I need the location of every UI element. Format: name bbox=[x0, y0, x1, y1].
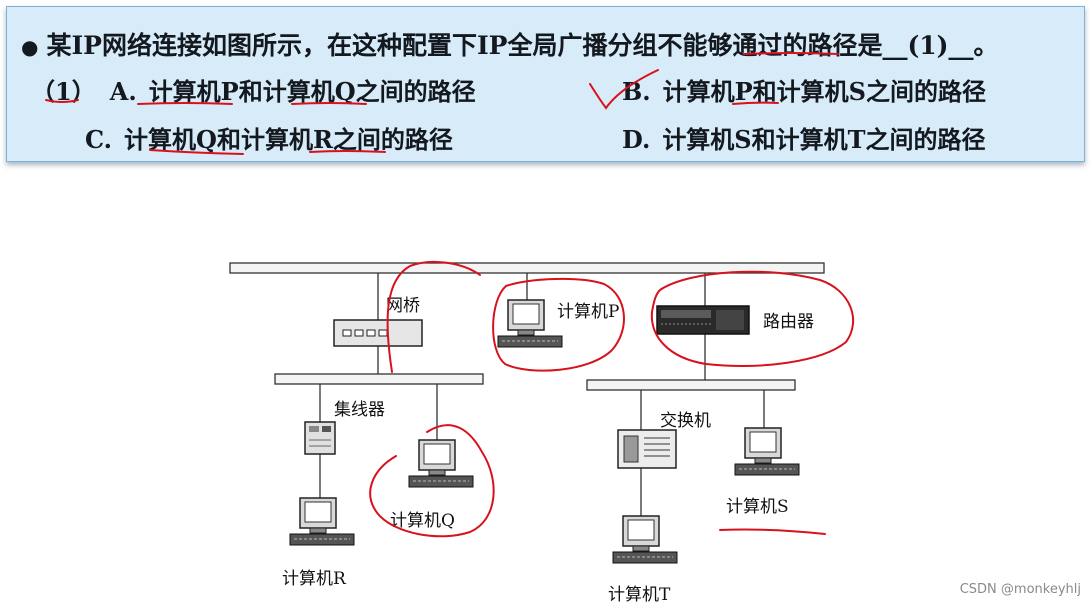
computer-s-label: 计算机S bbox=[726, 497, 789, 517]
watermark: CSDN @monkeyhlj bbox=[959, 582, 1081, 597]
computer-p-circle bbox=[492, 277, 625, 372]
option-c-letter: C. bbox=[85, 125, 113, 154]
computer-t-icon bbox=[612, 515, 678, 564]
option-d-text: 计算机S和计算机T之间的路径 bbox=[662, 125, 986, 154]
computer-q-circle bbox=[369, 424, 495, 538]
computer-p-icon bbox=[497, 299, 563, 348]
option-d[interactable]: D. 计算机S和计算机T之间的路径 bbox=[622, 125, 986, 155]
switch-icon bbox=[617, 429, 677, 469]
underline-option-c-q bbox=[149, 149, 244, 155]
left-bus bbox=[274, 373, 484, 385]
underline-computer-s bbox=[719, 528, 826, 535]
question-stem-line: ● 某IP网络连接如图所示，在这种配置下IP全局广播分组不能够通过的路径是__(1… bbox=[21, 31, 999, 62]
check-mark-icon bbox=[589, 69, 659, 110]
computer-r-label: 计算机R bbox=[282, 569, 347, 589]
option-d-letter: D. bbox=[622, 125, 651, 154]
computer-s-icon bbox=[734, 427, 800, 476]
underline-option-a-q bbox=[291, 102, 367, 105]
underline-option-a-p bbox=[137, 102, 233, 105]
underline-prefix-a bbox=[45, 99, 79, 103]
right-bus bbox=[586, 379, 796, 391]
bridge-arc bbox=[386, 260, 481, 373]
underline-option-c-r bbox=[309, 150, 386, 153]
bullet-icon: ● bbox=[21, 35, 39, 59]
computer-q-icon bbox=[408, 439, 474, 488]
router-label: 路由器 bbox=[763, 312, 814, 332]
computer-t-label: 计算机T bbox=[608, 585, 671, 605]
hub-icon bbox=[304, 421, 336, 455]
option-a-letter: A. bbox=[109, 77, 137, 106]
underline-nengou bbox=[743, 52, 839, 55]
option-b-text: 计算机P和计算机S之间的路径 bbox=[662, 77, 987, 106]
question-stem: 某IP网络连接如图所示，在这种配置下IP全局广播分组不能够通过的路径是__(1)… bbox=[46, 31, 999, 60]
option-c-text: 计算机Q和计算机R之间的路径 bbox=[124, 125, 453, 154]
bridge-icon bbox=[333, 319, 423, 347]
computer-p-label: 计算机P bbox=[557, 302, 619, 322]
router-circle bbox=[650, 270, 855, 367]
question-panel: ● 某IP网络连接如图所示，在这种配置下IP全局广播分组不能够通过的路径是__(1… bbox=[6, 6, 1085, 162]
router-icon bbox=[656, 305, 750, 335]
switch-label: 交换机 bbox=[660, 411, 711, 431]
bridge-label: 网桥 bbox=[386, 296, 420, 316]
option-a[interactable]: （1）A.计算机P和计算机Q之间的路径 bbox=[31, 77, 476, 107]
underline-option-b-p bbox=[732, 101, 779, 105]
handwritten-annotations bbox=[45, 52, 855, 538]
option-c[interactable]: C. 计算机Q和计算机R之间的路径 bbox=[85, 125, 453, 155]
links bbox=[319, 273, 765, 516]
computer-q-label: 计算机Q bbox=[390, 511, 455, 531]
option-a-text: 计算机P和计算机Q之间的路径 bbox=[148, 77, 476, 106]
computer-r-icon bbox=[289, 497, 355, 546]
hub-label: 集线器 bbox=[334, 400, 385, 420]
option-b[interactable]: B.计算机P和计算机S之间的路径 bbox=[622, 77, 986, 107]
